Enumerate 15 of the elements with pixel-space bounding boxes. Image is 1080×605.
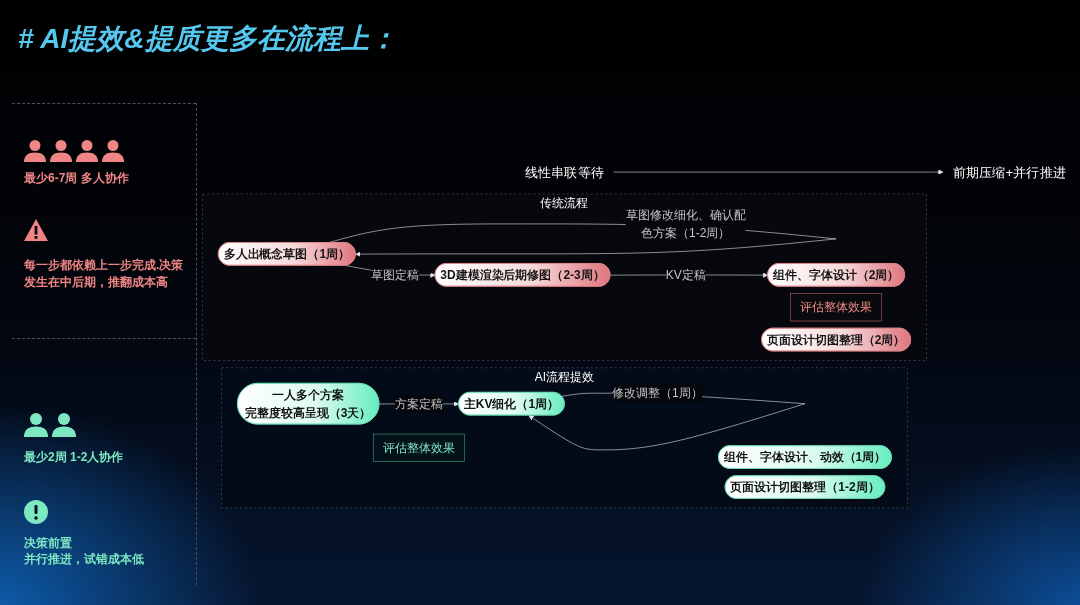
edge-label: KV定稿 [665,267,706,282]
summary-text: 最少6-7周 多人协作 [24,170,130,187]
summary-text: 最少2周 1-2人协作 [24,449,125,466]
node-text: 前期压缩+并行推进 [952,164,1066,180]
node-text: 线性串联等待 [524,164,604,180]
edge-label: 草图定稿 [371,267,420,282]
node-box: 评估整体效果 [790,292,882,321]
title: # AI提效&提质更多在流程上： [18,22,397,56]
note-text: 决策前置 [24,535,73,552]
node-box: 评估整体效果 [372,433,465,462]
note-text: 每一步都依赖上一步完成.决策发生在中后期，推翻成本高 [24,257,185,291]
edge-label: 方案定稿 [394,396,443,410]
edge-label: 修改调整（1周） [612,386,703,400]
note-text: 并行推进，试错成本低 [24,551,145,568]
edge-label: 草图修改细化、确认配色方案（1-2周） [625,208,746,240]
